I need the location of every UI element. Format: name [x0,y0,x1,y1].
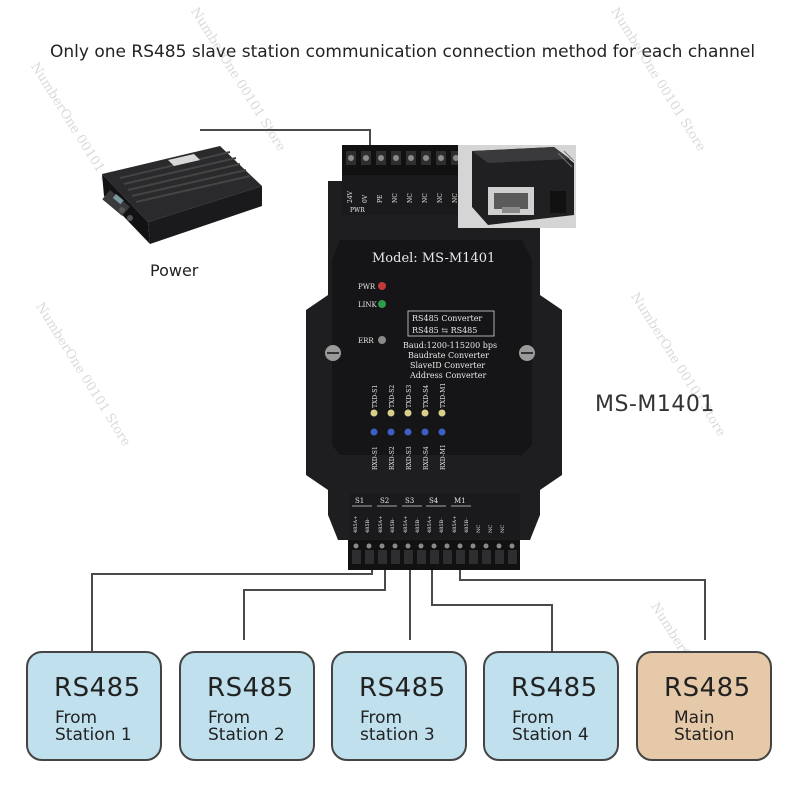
bottom-pin-label: 485B- [464,518,470,533]
ms-m1401-device: 24V 0V PE NC NC NC NC NC PWR Model: MS-M… [306,145,562,570]
station-box-4: RS485 From Station 4 [483,651,619,761]
info-line: RS485 Converter [412,314,482,323]
station-subtitle: From station 3 [360,710,435,744]
station-title: RS485 [207,673,294,703]
top-pin-label: NC [392,193,399,203]
station-line2: Station 4 [512,725,589,745]
wire-station-4 [431,570,553,651]
station-line2: station 3 [360,725,435,745]
main-station-box: RS485 Main Station [636,651,772,761]
pwr-tag: PWR [350,207,365,214]
top-pin-label: 24V [347,190,354,203]
bottom-pin-label: 485A+ [452,516,458,533]
ethernet-port-inset [458,145,576,228]
top-pin-label: NC [407,193,414,203]
rxd-leds [370,428,446,436]
station-box-3: RS485 From station 3 [331,651,467,761]
rxd-label: RXD-S4 [423,446,430,470]
rxd-label: RXD-S3 [406,446,413,470]
rxd-label: RXD-S2 [389,446,396,470]
bottom-pin-label: 485B- [365,518,371,533]
info-line: Baudrate Converter [408,351,489,360]
power-label: Power [150,261,199,280]
station-line1: From [360,708,403,728]
txd-label: TXD-S3 [406,385,413,408]
device-model-side-label: MS-M1401 [595,392,715,417]
bottom-pin-label: 485A+ [353,516,359,533]
led-label-err: ERR [358,337,374,345]
station-title: RS485 [664,673,751,703]
station-line1: From [55,708,98,728]
bottom-pin-label: 485A+ [403,516,409,533]
bottom-pin-label: 485B- [439,518,445,533]
info-line: Address Converter [409,371,486,380]
station-title: RS485 [511,673,598,703]
group-label-m1: M1 [454,497,466,505]
station-line2: Station [674,725,735,745]
bottom-pin-label: NC [500,525,506,533]
bottom-pin-label: 485B- [415,518,421,533]
group-label-s4: S4 [429,497,439,505]
top-pin-label: NC [437,193,444,203]
station-line1: From [208,708,251,728]
rxd-label: RXD-S1 [372,446,379,470]
pwr-led [378,282,386,290]
top-pin-label: PE [377,195,384,203]
device-model-label: Model: MS-M1401 [372,251,495,266]
group-label-s1: S1 [355,497,364,505]
group-label-s2: S2 [380,497,389,505]
txd-label: TXD-S1 [372,385,379,408]
diagram-heading: Only one RS485 slave station communicati… [50,42,756,62]
top-pin-label: NC [452,193,459,203]
top-pin-label: NC [422,193,429,203]
wire-main-station [459,570,706,640]
top-pin-label: 0V [362,194,369,203]
txd-label: TXD-M1 [440,383,447,408]
station-line1: From [512,708,555,728]
info-line: Baud:1200-115200 bps [403,341,497,350]
station-subtitle: From Station 1 [55,710,132,744]
led-label-link: LINK [358,301,378,309]
bottom-pin-label: NC [476,525,482,533]
station-subtitle: Main Station [674,710,734,744]
station-title: RS485 [54,673,141,703]
link-led [378,300,386,308]
station-subtitle: From Station 2 [208,710,285,744]
rxd-label: RXD-M1 [440,444,447,470]
bottom-pin-label: 485A+ [427,516,433,533]
station-title: RS485 [359,673,446,703]
station-line1: Main [674,708,715,728]
power-supply-image [102,146,262,244]
power-wire [200,129,371,150]
station-line2: Station 1 [55,725,132,745]
info-line: SlaveID Converter [410,361,485,370]
wire-station-1 [91,570,373,651]
txd-label: TXD-S2 [389,385,396,408]
station-subtitle: From Station 4 [512,710,589,744]
station-line2: Station 2 [208,725,285,745]
bottom-pin-label: 485B- [390,518,396,533]
info-line: RS485 ⇆ RS485 [412,326,477,335]
group-label-s3: S3 [405,497,414,505]
station-box-2: RS485 From Station 2 [179,651,315,761]
bottom-pin-label: NC [488,525,494,533]
bottom-pin-label: 485A+ [378,516,384,533]
err-led [378,336,386,344]
txd-leds [370,409,446,417]
top-terminal-block [342,145,466,175]
txd-label: TXD-S4 [423,385,430,408]
led-label-pwr: PWR [358,283,376,291]
station-box-1: RS485 From Station 1 [26,651,162,761]
wire-station-2 [243,570,386,640]
